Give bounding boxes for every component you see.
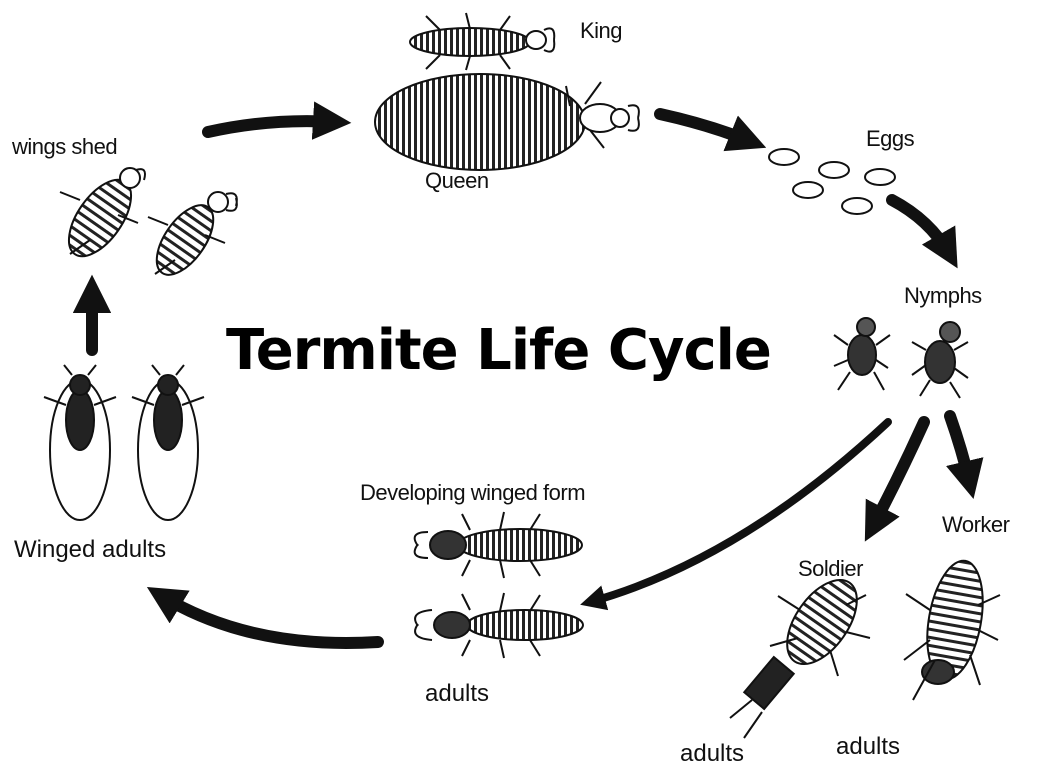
eggs-label: Eggs — [866, 126, 914, 152]
worker-termite-icon — [904, 556, 1000, 700]
soldier-label: Soldier — [798, 556, 863, 582]
worker-label: Worker — [942, 512, 1010, 538]
winged-adults-label: Winged adults — [14, 536, 166, 564]
soldier-termite-icon — [730, 568, 871, 738]
queen-label: Queen — [425, 168, 489, 194]
queen-termite-icon — [375, 74, 639, 170]
arrow-icon — [892, 200, 950, 255]
king-termite-icon — [410, 13, 554, 70]
dealate-termite-icon — [146, 192, 237, 284]
nymphs-label: Nymphs — [904, 283, 982, 309]
wings-shed-label: wings shed — [12, 134, 117, 160]
king-label: King — [580, 18, 622, 44]
arrow-icon — [208, 121, 336, 132]
arrow-icon — [660, 114, 752, 142]
arrow-icon — [160, 595, 378, 643]
winged-adult-termite-icon — [132, 365, 204, 520]
egg-icon — [769, 149, 895, 214]
developing-winged-termite-icon — [415, 512, 582, 578]
diagram-title: Termite Life Cycle — [226, 318, 771, 383]
arrow-icon — [950, 416, 970, 484]
developing-winged-termite-icon — [415, 593, 583, 658]
developing-winged-form-label: Developing winged form — [360, 480, 585, 506]
winged-adult-termite-icon — [44, 365, 116, 520]
worker-adults-label: adults — [836, 733, 900, 761]
nymph-icon — [912, 322, 968, 398]
arrow-icon — [872, 422, 924, 528]
soldier-adults-label: adults — [680, 740, 744, 768]
nymph-icon — [834, 318, 890, 390]
developing-adults-label: adults — [425, 680, 489, 708]
dealate-termite-icon — [57, 168, 145, 267]
